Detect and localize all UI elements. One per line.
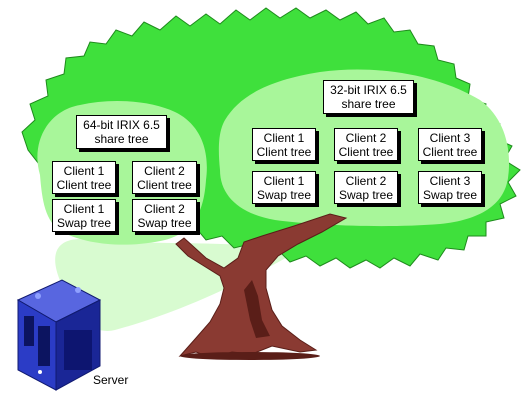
left-swap-line1: Client 1 [63, 201, 105, 216]
left-share-line2: share tree [94, 132, 149, 146]
left-client-box: Client 2 Client tree [132, 161, 197, 194]
left-client-box: Client 1 Client tree [52, 161, 116, 194]
left-client-line1: Client 1 [63, 163, 105, 178]
server-tower-icon [16, 279, 102, 391]
right-client-line1: Client 2 [345, 130, 387, 145]
right-client-line1: Client 3 [429, 130, 471, 145]
right-client-box: Client 1 Client tree [252, 128, 316, 161]
tree-trunk [175, 213, 348, 359]
right-share-line1: 32-bit IRIX 6.5 [330, 83, 407, 97]
trunk-shade [244, 280, 270, 338]
left-swap-box: Client 2 Swap tree [132, 199, 197, 232]
ground-shadow [180, 352, 320, 360]
right-share-line2: share tree [341, 97, 396, 111]
right-client-line2: Client tree [422, 144, 478, 159]
right-client-box: Client 2 Client tree [334, 128, 398, 161]
left-swap-line2: Swap tree [56, 215, 112, 230]
right-swap-line2: Swap tree [422, 187, 478, 202]
right-client-line2: Client tree [256, 144, 312, 159]
right-swap-line1: Client 2 [345, 173, 387, 188]
left-swap-line2: Swap tree [137, 215, 192, 230]
left-swap-box: Client 1 Swap tree [52, 199, 116, 232]
right-client-line2: Client tree [338, 144, 394, 159]
right-swap-box: Client 2 Swap tree [334, 171, 398, 204]
right-client-line1: Client 1 [263, 130, 305, 145]
right-swap-box: Client 3 Swap tree [418, 171, 482, 204]
left-client-line2: Client tree [56, 177, 112, 192]
right-swap-line2: Swap tree [338, 187, 394, 202]
right-client-box: Client 3 Client tree [418, 128, 482, 161]
right-swap-line1: Client 1 [263, 173, 305, 188]
left-swap-line1: Client 2 [144, 201, 185, 216]
left-client-line2: Client tree [137, 177, 192, 192]
left-share-tree-box: 64-bit IRIX 6.5 share tree [76, 115, 167, 149]
left-client-line1: Client 2 [144, 163, 185, 178]
right-swap-line1: Client 3 [429, 173, 471, 188]
server-label: Server [93, 373, 129, 387]
left-share-line1: 64-bit IRIX 6.5 [83, 118, 160, 132]
right-share-tree-box: 32-bit IRIX 6.5 share tree [323, 80, 414, 114]
right-swap-box: Client 1 Swap tree [252, 171, 316, 204]
right-swap-line2: Swap tree [256, 187, 312, 202]
